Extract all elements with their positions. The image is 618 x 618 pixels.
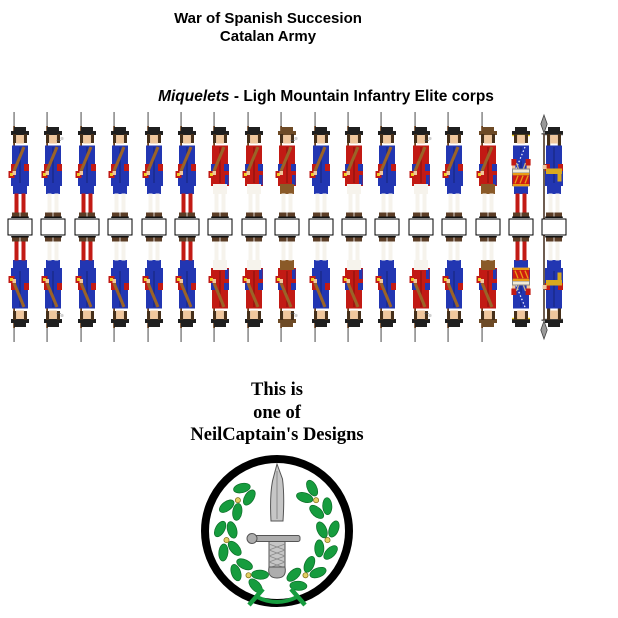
credit-line-2: one of xyxy=(253,402,301,423)
unit-subtitle: Miquelets - Ligh Mountain Infantry Elite… xyxy=(0,88,618,106)
soldier-figure-musketeer xyxy=(137,112,171,342)
soldier-figure-officer xyxy=(537,112,571,342)
soldier-figure-musketeer xyxy=(471,112,505,342)
title-line-army: Catalan Army xyxy=(219,27,317,45)
soldier-figure-musketeer xyxy=(203,112,237,342)
soldier-figure-musketeer xyxy=(103,112,137,342)
soldier-figure-musketeer xyxy=(337,112,371,342)
designer-credit: This is one of NeilCaptain's Designs xyxy=(0,379,554,447)
soldier-figure-musketeer xyxy=(237,112,271,342)
soldier-strip xyxy=(3,112,615,342)
soldier-figure-musketeer xyxy=(304,112,338,342)
soldier-figure-musketeer xyxy=(270,112,304,342)
title-line-war: War of Spanish Succesion xyxy=(174,10,362,27)
soldier-figure-musketeer xyxy=(70,112,104,342)
soldier-figure-musketeer xyxy=(170,112,204,342)
unit-description: - Ligh Mountain Infantry Elite corps xyxy=(229,88,494,105)
sheet-title: War of Spanish Succesion Catalan Army xyxy=(0,10,536,45)
soldier-figure-musketeer xyxy=(36,112,70,342)
wreath-dagger-emblem xyxy=(201,455,353,607)
soldier-figure-drummer xyxy=(504,112,538,342)
soldier-figure-musketeer xyxy=(3,112,37,342)
soldier-figure-musketeer xyxy=(437,112,471,342)
unit-name: Miquelets xyxy=(158,88,230,105)
credit-line-3: NeilCaptain's Designs xyxy=(190,425,364,445)
credit-line-1: This is xyxy=(251,380,303,400)
soldier-figure-musketeer xyxy=(404,112,438,342)
soldier-figure-musketeer xyxy=(370,112,404,342)
